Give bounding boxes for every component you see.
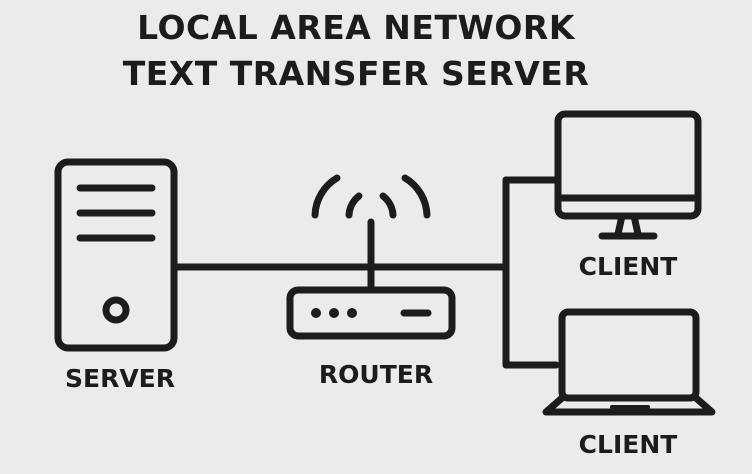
client-bottom-label: CLIENT: [578, 430, 678, 459]
server-label: SERVER: [64, 364, 175, 393]
wifi-signal-left-inner: [345, 192, 363, 219]
desktop-monitor-icon: [554, 110, 702, 240]
router-label: ROUTER: [318, 360, 434, 389]
wifi-router-icon: [286, 174, 456, 340]
network-links: [172, 176, 560, 369]
diagram-title-line-2: TEXT TRANSFER SERVER: [122, 54, 590, 93]
server-tower-icon: [54, 158, 178, 352]
laptop-icon: [542, 308, 716, 416]
wifi-signal-left-outer: [311, 174, 341, 219]
wifi-signal-right-inner: [379, 192, 397, 219]
wifi-signal-right-outer: [401, 174, 431, 219]
diagram-title-line-1: LOCAL AREA NETWORK: [137, 8, 575, 47]
client-top-label: CLIENT: [578, 252, 678, 281]
router-led-dots: [311, 308, 357, 318]
